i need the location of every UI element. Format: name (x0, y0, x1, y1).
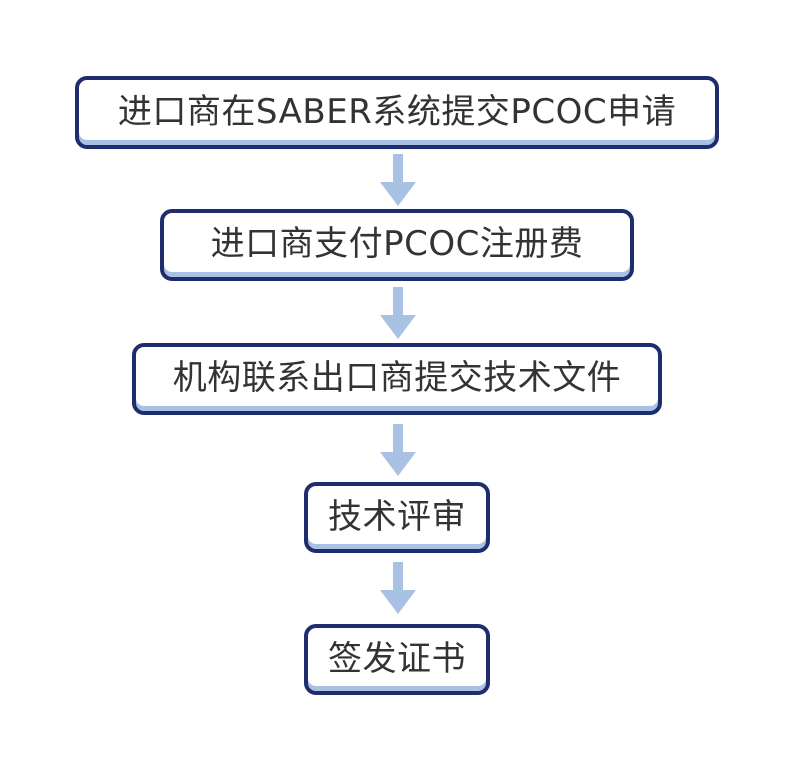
step-label: 进口商在SABER系统提交PCOC申请 (117, 91, 677, 132)
step-label: 技术评审 (328, 496, 466, 537)
step-box-pay-fee: 进口商支付PCOC注册费 (160, 209, 634, 281)
arrow-down-icon (380, 562, 416, 614)
step-box-submit-technical-docs: 机构联系出口商提交技术文件 (132, 343, 662, 415)
step-box-issue-certificate: 签发证书 (304, 624, 490, 695)
step-label: 机构联系出口商提交技术文件 (172, 358, 622, 398)
step-label: 进口商支付PCOC注册费 (210, 224, 584, 264)
step-box-technical-review: 技术评审 (304, 482, 490, 553)
step-label: 签发证书 (328, 638, 466, 679)
arrow-down-icon (380, 154, 416, 206)
arrow-down-icon (380, 424, 416, 476)
arrow-down-icon (380, 287, 416, 339)
step-box-submit-application: 进口商在SABER系统提交PCOC申请 (75, 76, 719, 149)
